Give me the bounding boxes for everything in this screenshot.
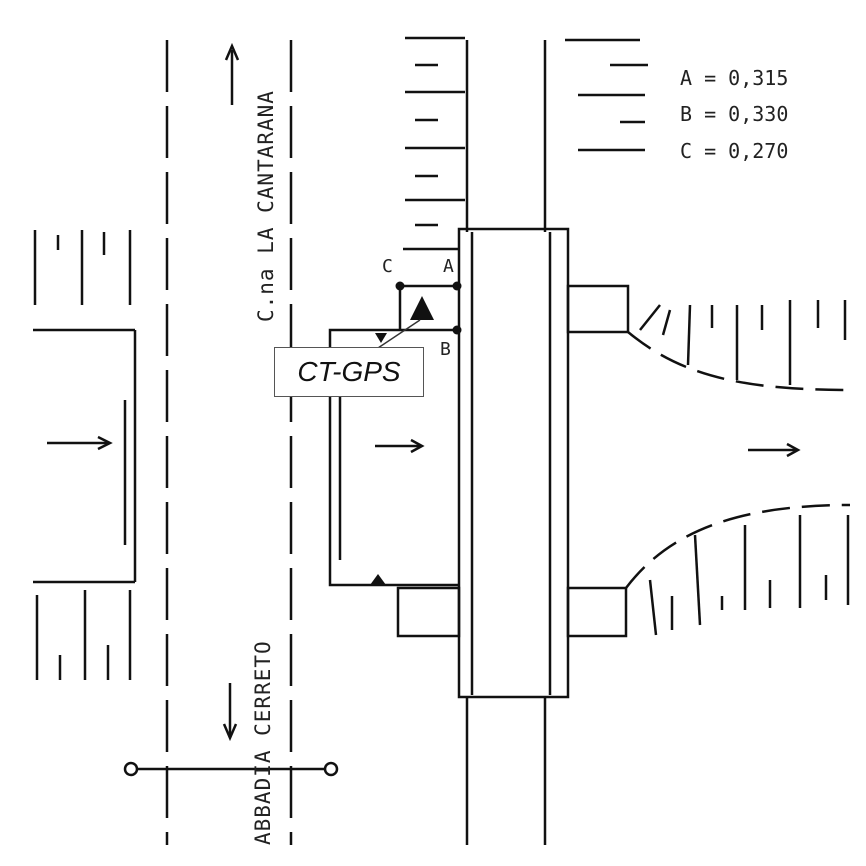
section-end-right	[323, 761, 339, 777]
point-c-marker	[395, 281, 405, 291]
bank-lower	[625, 503, 851, 589]
small-marker-top-icon	[375, 333, 387, 343]
coefficient-b: B = 0,330	[680, 102, 788, 126]
upper-hatch	[403, 36, 648, 251]
section-end-left	[123, 761, 139, 777]
coefficient-c: C = 0,270	[680, 139, 788, 163]
station-label-box: CT-GPS	[274, 347, 424, 397]
bank-lower-hatch	[648, 515, 850, 636]
abutment-bottom-right	[566, 586, 628, 638]
arrow-east-middle	[375, 438, 425, 454]
coefficient-a: A = 0,315	[680, 66, 788, 90]
small-marker-bottom-icon	[370, 574, 386, 585]
abutment-bottom-left	[396, 586, 461, 638]
gps-station-triangle-icon	[410, 296, 434, 320]
abutment-top-right	[566, 284, 630, 334]
bridge	[457, 227, 570, 699]
arrow-east-right	[748, 442, 801, 458]
gps-pointer-line	[377, 319, 421, 349]
bank-upper	[627, 331, 851, 392]
bank-upper-hatch	[639, 300, 847, 385]
point-b-marker	[452, 325, 462, 335]
arrow-south	[222, 683, 238, 742]
point-c-label: C	[382, 256, 393, 277]
arrow-east-left	[47, 435, 113, 451]
left-hatch-lower	[35, 590, 132, 680]
station-label: CT-GPS	[297, 356, 401, 387]
street-south-label: ABBADIA CERRETO	[251, 640, 275, 845]
left-hatch-upper	[33, 230, 132, 305]
street-north-label: C.na LA CANTARANA	[254, 90, 278, 322]
left-wing-outline	[328, 328, 459, 587]
point-a-marker	[452, 281, 462, 291]
point-a-label: A	[443, 256, 454, 277]
point-b-label: B	[440, 339, 451, 360]
arrow-north	[224, 42, 240, 105]
survey-quad	[398, 284, 457, 330]
